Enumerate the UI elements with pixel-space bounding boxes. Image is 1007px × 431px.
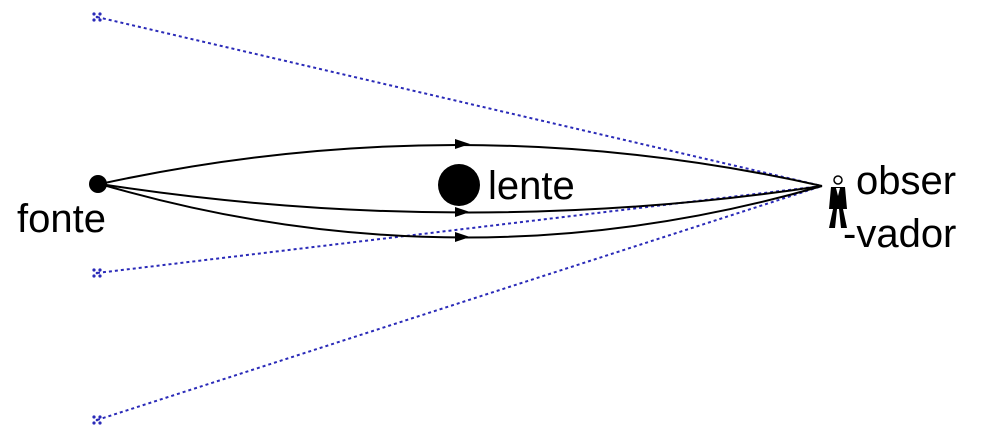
- source-point: [89, 175, 107, 193]
- apparent-image-top-icon: [92, 12, 101, 21]
- apparent-rays: [97, 17, 822, 420]
- arrowhead-upper: [455, 139, 470, 149]
- apparent-image-middle-icon: [92, 268, 101, 277]
- lens-mass: [438, 164, 480, 206]
- observer-label-line1: obser: [856, 159, 956, 203]
- apparent-image-bottom-icon: [92, 415, 101, 424]
- apparent-ray-top: [97, 17, 822, 186]
- apparent-ray-bottom: [97, 186, 822, 420]
- source-label: fonte: [17, 197, 106, 241]
- lens-label: lente: [488, 164, 575, 208]
- observer-label-line2: -vador: [843, 212, 956, 256]
- arrowhead-middle: [455, 207, 470, 217]
- arrowhead-lower: [455, 232, 470, 242]
